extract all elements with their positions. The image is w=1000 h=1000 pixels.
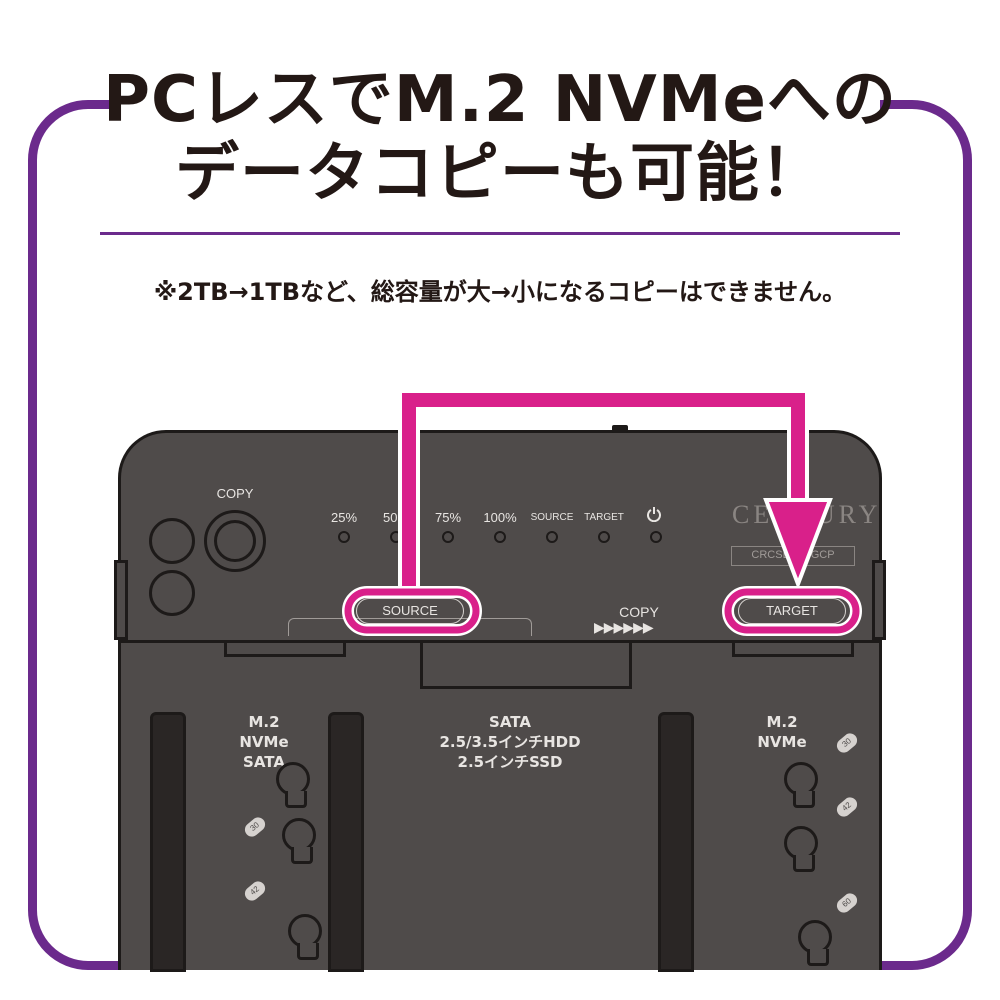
copy-direction-label: COPY — [619, 604, 659, 620]
copy-direction-arrows: ▶▶▶▶▶▶ — [594, 620, 654, 636]
mount-hole-right-1 — [784, 762, 818, 808]
led-75 — [442, 531, 454, 543]
aux-button-1[interactable] — [149, 518, 195, 564]
slot-right[interactable] — [658, 712, 694, 972]
target-label: TARGET — [738, 598, 846, 624]
slot-clip-left — [224, 643, 346, 657]
slot-left-a[interactable] — [150, 712, 186, 972]
aux-button-2[interactable] — [149, 570, 195, 616]
mount-hole-left-2 — [282, 818, 316, 864]
slot-left-b[interactable] — [328, 712, 364, 972]
mount-hole-right-3 — [798, 920, 832, 966]
led-label-target: TARGET — [584, 512, 624, 523]
top-notch — [612, 425, 628, 433]
source-label: SOURCE — [356, 598, 464, 624]
led-target — [598, 531, 610, 543]
led-power — [650, 531, 662, 543]
divider — [100, 232, 900, 235]
led-100 — [494, 531, 506, 543]
power-icon — [647, 507, 661, 522]
source-bracket — [288, 618, 532, 636]
copy-button-inner[interactable] — [214, 520, 256, 562]
led-label-75: 75% — [434, 510, 462, 525]
slot-label-left: M.2 NVMe SATA — [239, 713, 289, 771]
led-25 — [338, 531, 350, 543]
mount-hole-left-3 — [288, 914, 322, 960]
sata-bracket — [420, 643, 632, 689]
led-label-100: 100% — [483, 510, 517, 525]
copy-button-label: COPY — [216, 486, 254, 501]
led-label-source: SOURCE — [530, 512, 574, 523]
slot-label-center: SATA 2.5/3.5インチHDD 2.5インチSSD — [439, 713, 581, 771]
heading-line-2: データコピーも可能！ — [175, 137, 825, 211]
mount-hole-right-2 — [784, 826, 818, 872]
led-label-25: 25% — [330, 510, 358, 525]
slot-clip-right — [732, 643, 854, 657]
left-side-tab — [114, 560, 128, 640]
led-source — [546, 531, 558, 543]
panel-divider — [118, 640, 882, 643]
heading-line-1: PCレスでM.2 NVMeへの — [103, 63, 897, 137]
right-side-tab — [872, 560, 886, 640]
title-background — [120, 55, 880, 215]
slot-label-right: M.2 NVMe — [757, 713, 807, 751]
mount-hole-left-1 — [276, 762, 310, 808]
capacity-note: ※2TB→1TBなど、総容量が大→小になるコピーはできません。 — [153, 278, 847, 306]
